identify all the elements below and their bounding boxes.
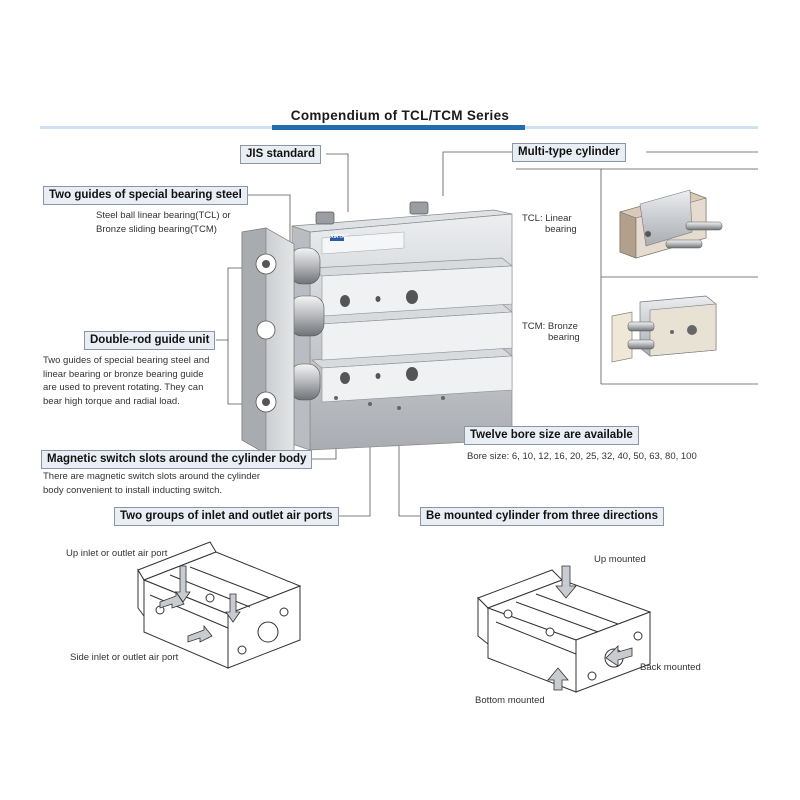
bottom-mounted-label: Bottom mounted [475, 695, 545, 706]
mount-arrows [547, 565, 633, 691]
guides-description: Steel ball linear bearing(TCL) or Bronze… [96, 209, 231, 236]
double-desc-line: linear bearing or bronze bearing guide [43, 368, 204, 380]
double-desc-line: are used to prevent rotating. They can [43, 382, 204, 393]
guides-desc-line: Bronze sliding bearing(TCM) [96, 223, 217, 235]
double-rod-description: Two guides of special bearing steel and … [43, 354, 209, 408]
label-multi-type-cylinder: Multi-type cylinder [512, 143, 626, 162]
label-two-guides: Two guides of special bearing steel [43, 186, 248, 205]
tcl-label-2: bearing [545, 224, 577, 235]
tcm-label: TCM: Bronze [522, 321, 578, 332]
back-mounted-label: Back mounted [640, 662, 701, 673]
page-title: Compendium of TCL/TCM Series [290, 108, 510, 123]
tcl-cylinder-image [619, 189, 723, 259]
tcl-label: TCL: Linear [522, 213, 572, 224]
magnetic-desc-line: There are magnetic switch slots around t… [43, 471, 261, 482]
title-rule-accent [272, 125, 525, 130]
ports-arrows [159, 565, 241, 643]
double-desc-line: Two guides of special bearing steel and [43, 355, 210, 366]
up-port-label: Up inlet or outlet air port [66, 548, 168, 559]
side-port-label: Side inlet or outlet air port [70, 652, 179, 663]
guides-desc-line: Steel ball linear bearing(TCL) or [96, 210, 231, 221]
double-desc-line: bear high torque and radial load. [43, 395, 180, 407]
main-cylinder [241, 201, 513, 457]
up-mounted-label: Up mounted [594, 554, 646, 565]
label-double-rod-guide: Double-rod guide unit [84, 331, 216, 350]
brand-mark: AIRTAC [330, 234, 349, 240]
label-air-ports: Two groups of inlet and outlet air ports [114, 507, 339, 526]
tcm-label-2: bearing [548, 332, 580, 343]
label-mounting-directions: Be mounted cylinder from three direction… [420, 507, 664, 526]
label-magnetic-switch-slots: Magnetic switch slots around the cylinde… [41, 450, 313, 469]
magnetic-desc-line: body convenient to install inducting swi… [43, 484, 223, 496]
label-twelve-bore: Twelve bore size are available [464, 426, 639, 445]
label-jis-standard: JIS standard [240, 145, 322, 164]
magnetic-description: There are magnetic switch slots around t… [43, 470, 260, 497]
tcm-cylinder-image [611, 295, 717, 363]
bore-size-list: Bore size: 6, 10, 12, 16, 20, 25, 32, 40… [467, 451, 697, 462]
